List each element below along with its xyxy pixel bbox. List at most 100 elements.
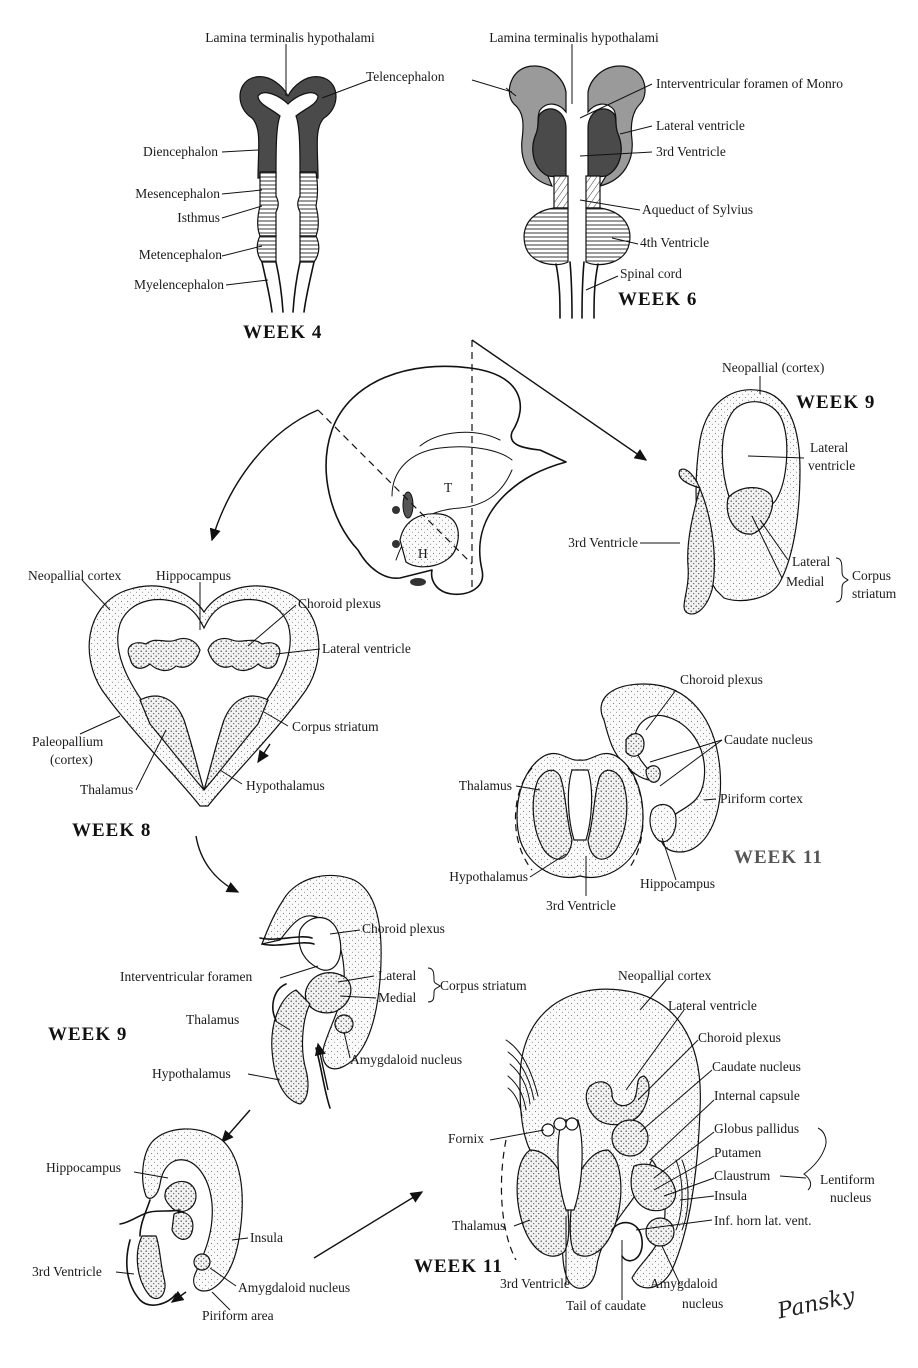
week9-bottom-label-hippocampus: Hippocampus	[46, 1160, 121, 1175]
week9-mid-label-medial: Medial	[378, 990, 416, 1005]
week11-mid-title: WEEK 11	[734, 847, 823, 868]
week4-metencephalon	[256, 235, 277, 263]
week11-bottom-label-tail-of-caudate: Tail of caudate	[566, 1298, 646, 1313]
week4-mesencephalon-right	[297, 171, 319, 237]
arrow-to-week9-bottom	[221, 1109, 251, 1144]
week8-label-lateral-ventricle: Lateral ventricle	[322, 641, 411, 656]
week11-bottom-label-choroid-plexus: Choroid plexus	[698, 1030, 781, 1045]
week4-cord-left	[261, 261, 273, 313]
week9-mid-label-amygdaloid: Amygdaloid nucleus	[350, 1052, 462, 1067]
week4-cord-inner-left	[275, 261, 284, 313]
week9-bottom-label-amygdaloid: Amygdaloid nucleus	[238, 1280, 350, 1295]
week11-bottom-label-caudate: Caudate nucleus	[712, 1059, 801, 1074]
week11-bottom-label-claustrum: Claustrum	[714, 1168, 771, 1183]
week11-mid-label-thalamus: Thalamus	[459, 778, 512, 793]
week9-mid-label-lateral: Lateral	[378, 968, 416, 983]
week9-top-label-striatum: striatum	[852, 586, 897, 601]
week8-title: WEEK 8	[72, 820, 151, 841]
week11-bottom-label-amygdaloid: Amygdaloid	[650, 1276, 718, 1291]
week11-bottom-label-thalamus: Thalamus	[452, 1218, 505, 1233]
week6-diencephalon-right	[587, 108, 622, 179]
week9-top-label-lateral-ventricle-2: ventricle	[808, 458, 855, 473]
arrow-to-week11-bottom	[313, 1191, 424, 1259]
week8-label-hippocampus: Hippocampus	[156, 568, 231, 583]
week4-label-mesencephalon: Mesencephalon	[135, 186, 220, 201]
week4-title: WEEK 4	[243, 322, 322, 343]
week6-label-fourth-ventricle: 4th Ventricle	[640, 235, 709, 250]
week8-label-paleopallium-cortex: (cortex)	[50, 752, 93, 767]
week6-diagram: Lamina terminalis hypothalami Interventr…	[471, 30, 843, 319]
embryo-label-t: T	[444, 480, 453, 495]
week8-label-corpus-striatum: Corpus striatum	[292, 719, 379, 734]
week9-bottom-label-insula: Insula	[250, 1230, 283, 1245]
week9-bottom-label-piriform-area: Piriform area	[202, 1308, 274, 1323]
week11-bottom-label-lentiform: Lentiform	[820, 1172, 875, 1187]
week8-label-hypothalamus: Hypothalamus	[246, 778, 325, 793]
week11-bottom-label-insula: Insula	[714, 1188, 747, 1203]
week6-mesencephalon	[553, 175, 569, 209]
week6-diencephalon	[532, 108, 567, 179]
week9-top-title: WEEK 9	[796, 392, 875, 413]
week4-cord-right	[303, 261, 315, 313]
signature: Pansky	[774, 1284, 857, 1325]
week6-metencephalon-left	[523, 207, 569, 266]
week11-bottom-label-putamen: Putamen	[714, 1145, 761, 1160]
week6-label-third-ventricle: 3rd Ventricle	[656, 144, 726, 159]
week8-choroid-plexus-left	[127, 637, 201, 672]
week11-bottom-choroid-plexus	[585, 1075, 650, 1126]
week4-label-lamina: Lamina terminalis hypothalami	[205, 30, 375, 45]
week9-mid-label-choroid-plexus: Choroid plexus	[362, 921, 445, 936]
week11-mid-label-third-ventricle: 3rd Ventricle	[546, 898, 616, 913]
week11-mid-label-caudate: Caudate nucleus	[724, 732, 813, 747]
week11-bottom-label-fornix: Fornix	[448, 1131, 484, 1146]
week11-bottom-label-amygdaloid-nucleus: nucleus	[682, 1296, 723, 1311]
week11-mid-label-choroid-plexus: Choroid plexus	[680, 672, 763, 687]
week9-top-label-lateral-ventricle-1: Lateral	[810, 440, 848, 455]
week6-label-spinal-cord: Spinal cord	[620, 266, 682, 281]
week4-metencephalon-right	[299, 235, 320, 263]
week9-mid-thalamus	[271, 989, 311, 1105]
week9-top-label-neopallial: Neopallial (cortex)	[722, 360, 824, 375]
week4-label-myelencephalon: Myelencephalon	[134, 277, 224, 292]
week11-bottom-title: WEEK 11	[414, 1256, 503, 1277]
week11-mid-label-hippocampus: Hippocampus	[640, 876, 715, 891]
arrow-to-week8	[209, 409, 319, 542]
week11-bottom-label-neopallial: Neopallial cortex	[618, 968, 712, 983]
week11-bottom-label-inf-horn: Inf. horn lat. vent.	[714, 1213, 811, 1228]
week11-bottom-label-globus-pallidus: Globus pallidus	[714, 1121, 799, 1136]
week4-diagram: Lamina terminalis hypothalami Telencepha…	[134, 30, 445, 343]
week6-label-foramen: Interventricular foramen of Monro	[656, 76, 843, 91]
week11-bottom-label-third-ventricle: 3rd Ventricle	[500, 1276, 570, 1291]
week9-bottom-diagram: Hippocampus Insula 3rd Ventricle Amygdal…	[32, 1128, 350, 1323]
week6-label-aqueduct: Aqueduct of Sylvius	[642, 202, 753, 217]
week9-mid-label-hypothalamus: Hypothalamus	[152, 1066, 231, 1081]
week8-diagram: Neopallial cortex Hippocampus Choroid pl…	[28, 568, 411, 841]
embryo-head-diagram: T H	[317, 340, 567, 596]
week4-label-metencephalon: Metencephalon	[139, 247, 222, 262]
embryo-head-outline	[325, 365, 567, 596]
week8-label-neopallial: Neopallial cortex	[28, 568, 122, 583]
week8-choroid-plexus-right	[207, 637, 281, 672]
week6-label-lateral-ventricle: Lateral ventricle	[656, 118, 745, 133]
week4-label-isthmus: Isthmus	[177, 210, 220, 225]
week8-thalamus-left	[139, 695, 205, 791]
week9-mid-diagram: Choroid plexus Interventricular foramen …	[48, 874, 527, 1109]
week6-title: WEEK 6	[618, 289, 697, 310]
week9-bottom-label-third-ventricle: 3rd Ventricle	[32, 1264, 102, 1279]
week11-mid-label-piriform: Piriform cortex	[720, 791, 803, 806]
week9-top-label-corpus: Corpus	[852, 568, 891, 583]
week11-mid-diagram: Choroid plexus Caudate nucleus Thalamus …	[449, 672, 823, 913]
week6-metencephalon-right	[585, 207, 631, 266]
week4-telencephalon-shape	[239, 76, 337, 179]
week8-thalamus-right	[203, 695, 269, 791]
embryo-label-h: H	[418, 546, 428, 561]
week9-thalamic-mass	[678, 468, 715, 615]
week8-label-choroid-plexus: Choroid plexus	[298, 596, 381, 611]
week9-mid-label-corpus-striatum: Corpus striatum	[440, 978, 527, 993]
arrow-to-week9-mid	[195, 835, 240, 893]
week8-label-thalamus: Thalamus	[80, 782, 133, 797]
week9-top-label-medial: Medial	[786, 574, 824, 589]
week4-cord-inner-right	[292, 261, 301, 313]
week9-mid-label-thalamus: Thalamus	[186, 1012, 239, 1027]
